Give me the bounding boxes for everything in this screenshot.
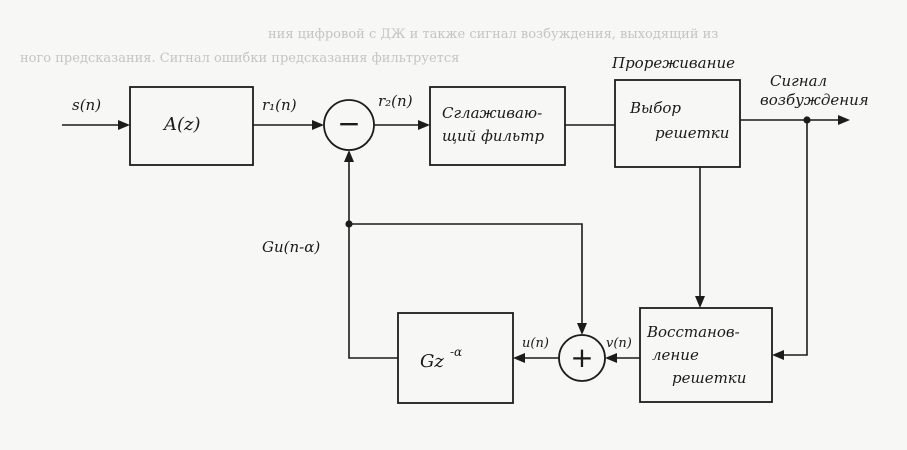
- excitation-arrow: [838, 115, 850, 125]
- feedback-add-line: [349, 223, 583, 323]
- excitation-label-2: возбуждения: [760, 91, 869, 109]
- add-sign: +: [570, 341, 593, 374]
- grid-select-label-1: Выбор: [629, 99, 681, 117]
- input-arrow: [118, 120, 130, 130]
- u-arrow: [513, 353, 525, 363]
- excitation-feed-arrow: [772, 350, 784, 360]
- feedback-arrow: [344, 150, 354, 162]
- grid-select-block: [614, 79, 741, 168]
- excitation-feed-line: [784, 120, 808, 356]
- delay-gain-exponent: -α: [450, 345, 462, 359]
- background-text-line-2: ного предсказания. Сигнал ошибки предска…: [20, 51, 459, 66]
- r1-arrow: [312, 120, 324, 130]
- delay-gain-label: Gz: [420, 351, 444, 372]
- decimation-label: Прореживание: [611, 54, 735, 72]
- v-arrow: [605, 353, 617, 363]
- subtract-sign: −: [337, 107, 360, 140]
- decimated-arrow: [695, 296, 705, 308]
- grid-select-label-2: решетки: [655, 124, 729, 142]
- background-text-line-1: ния цифровой с ДЖ и также сиг­нал возбуж…: [268, 27, 718, 42]
- grid-restore-label-2: ление: [652, 346, 699, 364]
- feedback-signal-label: Gu(n-α): [262, 238, 320, 256]
- feedback-line: [348, 162, 398, 359]
- grid-restore-label-3: решетки: [672, 369, 746, 387]
- r2-signal-label: r₂(n): [378, 92, 413, 110]
- predictor-label: A(z): [162, 114, 201, 135]
- predictor-block: [129, 86, 254, 166]
- r1-signal-label: r₁(n): [262, 96, 297, 114]
- smoothing-filter-label-2: щий фильтр: [442, 127, 544, 145]
- feedback-add-arrow: [577, 323, 587, 335]
- v-signal-label: v(n): [606, 336, 632, 351]
- r2-arrow: [418, 120, 430, 130]
- input-signal-label: s(n): [72, 96, 101, 114]
- smoothing-filter-label-1: Сглаживаю-: [442, 104, 542, 122]
- grid-restore-label-1: Восстанов-: [646, 323, 740, 341]
- excitation-label-1: Сигнал: [770, 72, 827, 90]
- u-signal-label: u(n): [522, 336, 549, 351]
- smoothing-filter-block: [429, 86, 566, 166]
